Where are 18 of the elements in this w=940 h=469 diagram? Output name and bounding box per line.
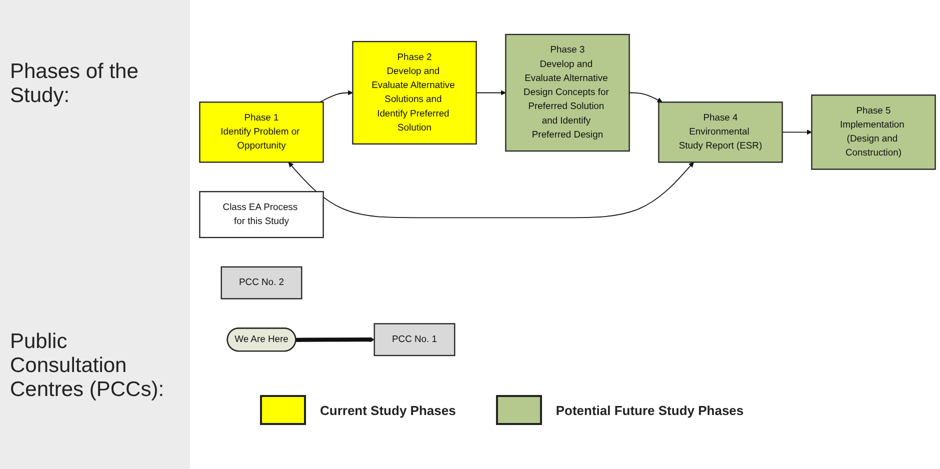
node-box: PCC No. 2 [220, 266, 302, 300]
section-label: Public Consultation Centres (PCCs): [10, 330, 166, 402]
section-label: Phases of the Study: [10, 60, 140, 108]
node-box: Phase 1 Identify Problem or Opportunity [199, 102, 324, 163]
node-box: Phase 3 Develop and Evaluate Alternative Design Concepts for Preferred Solution and Identify Preferred Design [505, 34, 630, 152]
node-box: Phase 4 Environmental Study Report (ESR) [658, 102, 783, 163]
arrow [288, 162, 694, 218]
arrow [296, 337, 375, 342]
node-box: Class EA Process for this Study [199, 191, 324, 238]
node-box: Phase 2 Develop and Evaluate Alternative Solutions and Identify Preferred Solution [352, 40, 477, 145]
arrow [628, 92, 662, 102]
arrow [319, 90, 353, 103]
legend-label: Current Study Phases [320, 402, 456, 418]
arrow [782, 130, 812, 135]
arrow [476, 90, 506, 96]
node-box: Phase 5 Implementation (Design and Construction) [811, 94, 936, 170]
node-box: PCC No. 1 [374, 323, 456, 356]
legend-label: Potential Future Study Phases [556, 402, 744, 418]
